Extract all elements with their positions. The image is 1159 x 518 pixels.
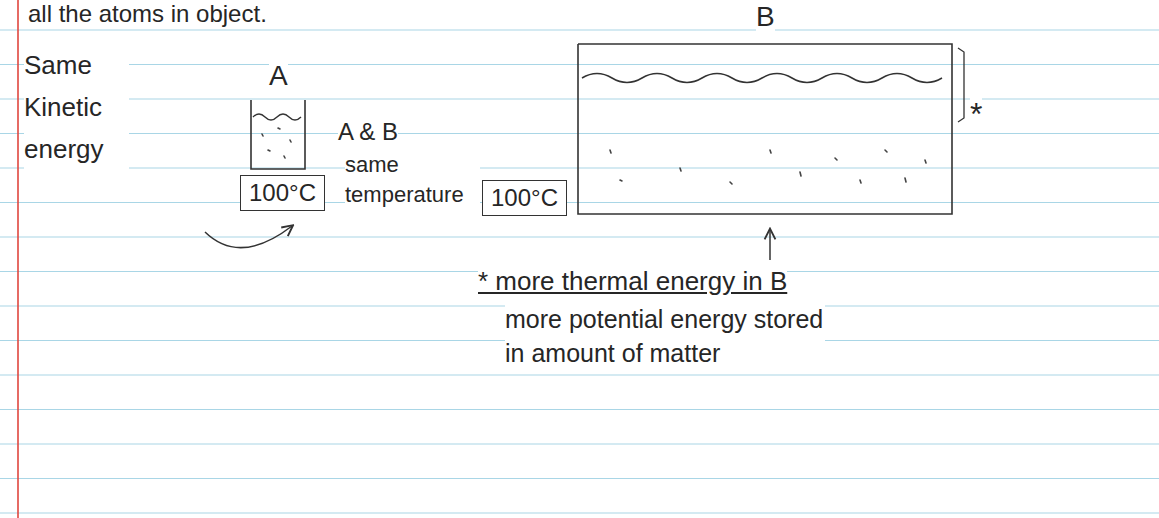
bracket (958, 48, 964, 122)
container: B (577, 43, 953, 215)
ruled-lines (0, 30, 1159, 513)
container-label: A (269, 60, 288, 92)
curved-arrow (205, 226, 292, 248)
outline-path (251, 100, 305, 169)
temperature-value: 100°C (249, 179, 316, 207)
water-surface (582, 74, 942, 83)
beaker-outline (250, 100, 306, 170)
container-outline (577, 43, 953, 215)
temperature-box: 100°C (482, 180, 567, 216)
container-label: B (756, 1, 775, 33)
particles (262, 128, 291, 158)
note-text: all the atoms in object. (28, 0, 267, 28)
water-surface (253, 114, 301, 120)
outline-path (578, 44, 952, 214)
temperature-value: 100°C (491, 184, 558, 212)
particles (610, 150, 926, 184)
pointer-arrow (769, 230, 771, 260)
note-text: * more thermal energy in B (478, 266, 787, 297)
margin-line (17, 0, 19, 518)
side-note: Same Kinetic energy (24, 44, 129, 170)
note-text: same temperature (345, 150, 480, 210)
note-text: more potential energy stored in amount o… (505, 302, 825, 370)
note-text: A & B (338, 118, 398, 146)
star-mark: * (970, 96, 982, 133)
beaker: A (250, 100, 306, 170)
temperature-box: 100°C (240, 175, 325, 211)
